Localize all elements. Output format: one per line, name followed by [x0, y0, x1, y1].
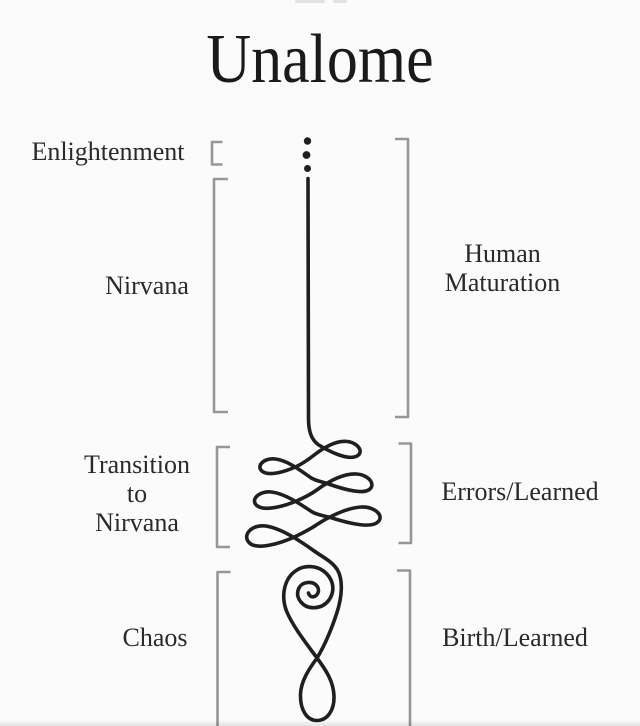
- label-line: Chaos: [122, 623, 188, 652]
- label-line: Errors/Learned: [441, 477, 599, 506]
- label-nirvana: Nirvana: [47, 271, 247, 300]
- label-chaos: Chaos: [55, 623, 255, 652]
- enlightenment-dots: [302, 137, 312, 172]
- label-line: Nirvana: [105, 271, 189, 300]
- bracket-enlightenment: [210, 140, 223, 166]
- bracket-birth-learned: [397, 569, 412, 726]
- bracket-transition: [215, 445, 230, 549]
- label-line: Enlightenment: [31, 137, 185, 166]
- bracket-chaos: [216, 570, 231, 726]
- page-title: Unalome: [206, 21, 434, 98]
- unalome-symbol-path: [244, 176, 382, 723]
- label-line: to: [126, 479, 148, 508]
- label-human-maturation: Human Maturation: [400, 239, 605, 297]
- label-transition-to-nirvana: Transition to Nirvana: [37, 450, 237, 537]
- label-line: Maturation: [444, 268, 561, 297]
- dot-icon: [303, 137, 312, 145]
- bracket-human-maturation: [395, 137, 410, 419]
- label-line: Birth/Learned: [442, 623, 588, 652]
- label-line: Transition: [84, 450, 190, 479]
- label-line: Human: [464, 239, 541, 268]
- photo-edge-shadow: [0, 720, 640, 726]
- cropped-text-artifact: [295, 0, 325, 3]
- cropped-text-artifact: [333, 0, 347, 3]
- label-errors-learned: Errors/Learned: [408, 477, 632, 506]
- bracket-nirvana: [212, 177, 228, 414]
- label-line: Nirvana: [95, 508, 179, 537]
- label-enlightenment: Enlightenment: [18, 137, 198, 166]
- dot-icon: [304, 165, 311, 172]
- bracket-errors-learned: [398, 442, 413, 545]
- dot-icon: [302, 151, 311, 159]
- label-birth-learned: Birth/Learned: [403, 623, 627, 652]
